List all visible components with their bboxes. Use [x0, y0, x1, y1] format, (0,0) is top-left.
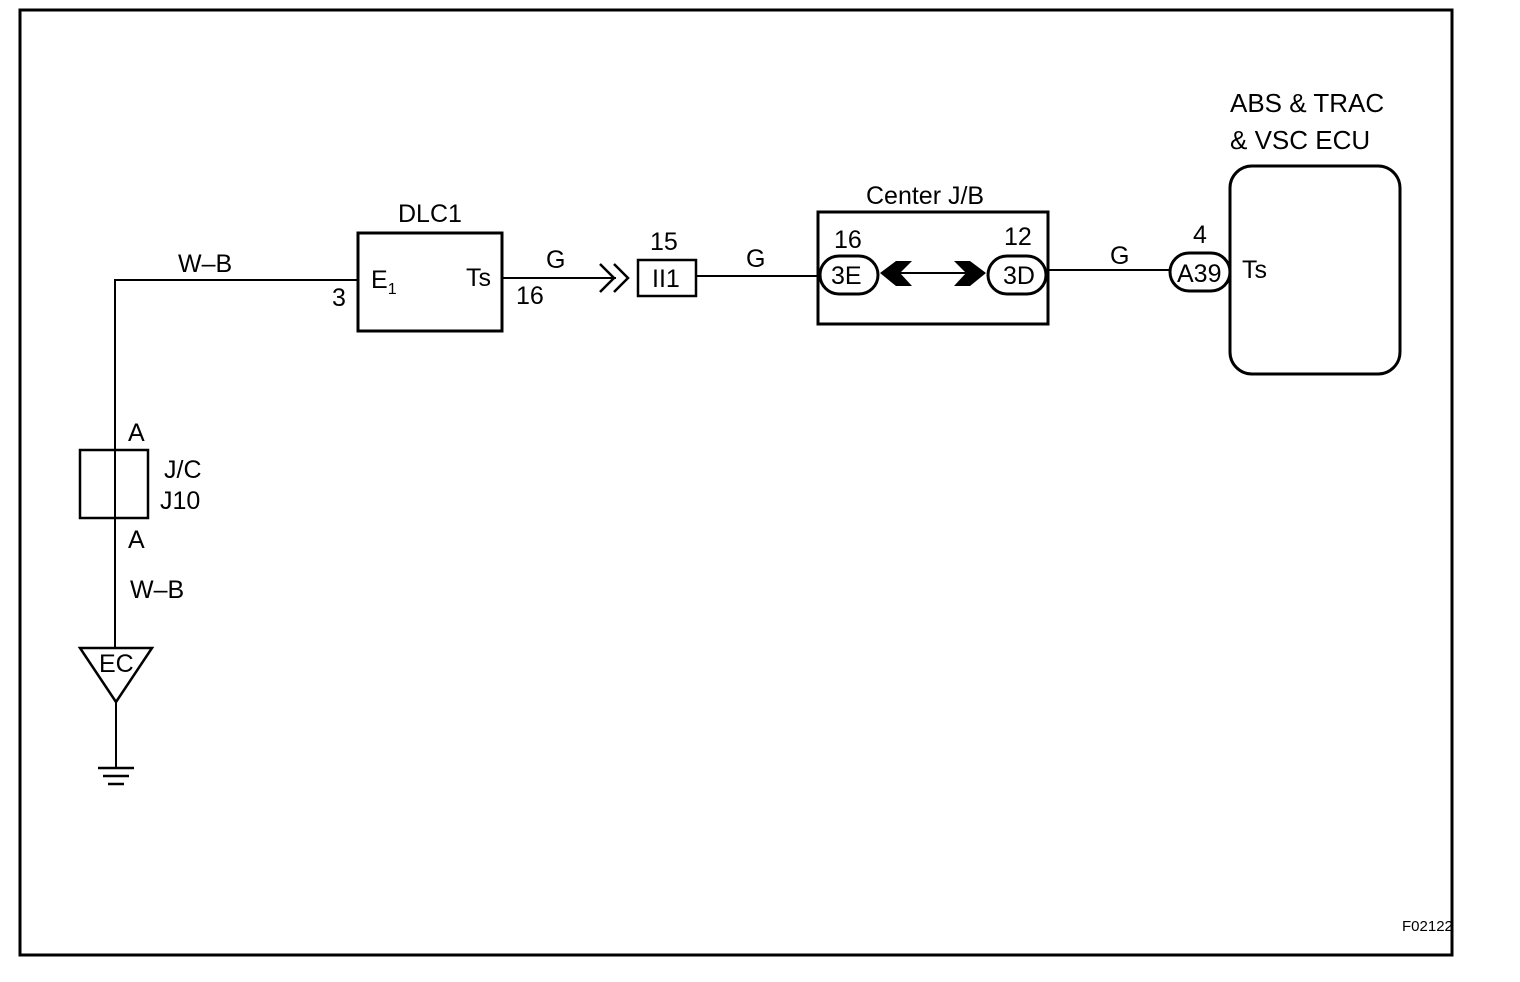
ecu-name-line2: & VSC ECU: [1230, 125, 1370, 155]
dlc1-output-pin-label: Ts: [466, 264, 491, 292]
dlc1-input-pin-number: 3: [332, 284, 346, 312]
ii1-connector-box: [636, 258, 698, 298]
ecu-pin-label: Ts: [1242, 256, 1267, 284]
ground-lower-wire-color-label: W–B: [130, 576, 184, 604]
ii1-connector-label: II1: [652, 265, 680, 293]
figure-id: F02122: [1402, 918, 1453, 935]
center-jb-left-arrow-icon: [880, 261, 912, 286]
dlc1-box: [356, 231, 504, 333]
ecu-name-line1: ABS & TRAC: [1230, 88, 1384, 118]
ecu-connector-label: A39: [1177, 260, 1221, 288]
connector-chevron-icon: [599, 263, 630, 293]
center-jb-left-pin: 16: [834, 226, 862, 254]
ecu-pin-number: 4: [1193, 221, 1207, 249]
ground-point-ec-symbol: [77, 646, 155, 705]
junction-pin-bottom: A: [128, 526, 145, 554]
dlc1-output-pin-number: 16: [516, 282, 544, 310]
center-jb-right-pin: 12: [1004, 223, 1032, 251]
center-jb-connector-3d: [986, 254, 1048, 296]
junction-connector-id: J10: [160, 487, 200, 515]
ground-wire: [114, 279, 358, 700]
ground-point-label: EC: [99, 650, 134, 678]
junction-connector-type: J/C: [164, 456, 202, 484]
ground-wire-color-label: W–B: [178, 250, 232, 278]
center-jb-connector-3e: [818, 254, 880, 296]
center-jb-name: Center J/B: [866, 182, 984, 210]
center-jb-connector-3d-label: 3D: [1003, 262, 1035, 290]
ii1-pin-number: 15: [650, 228, 678, 256]
wire-center-jb-to-ecu-color: G: [1110, 242, 1129, 270]
wire-dlc1-to-ii1-color: G: [546, 246, 565, 274]
wire-ii1-to-center-jb-color: G: [746, 245, 765, 273]
junction-pin-top: A: [128, 419, 145, 447]
earth-ground-icon: [98, 702, 134, 786]
center-jb-connector-3e-label: 3E: [831, 262, 862, 290]
diagram-frame: [18, 8, 1454, 957]
center-jb-right-arrow-icon: [954, 261, 986, 286]
dlc1-name: DLC1: [398, 200, 462, 228]
dlc1-input-pin-label: E1: [371, 266, 397, 298]
ecu-connector-a39: [1168, 251, 1232, 293]
